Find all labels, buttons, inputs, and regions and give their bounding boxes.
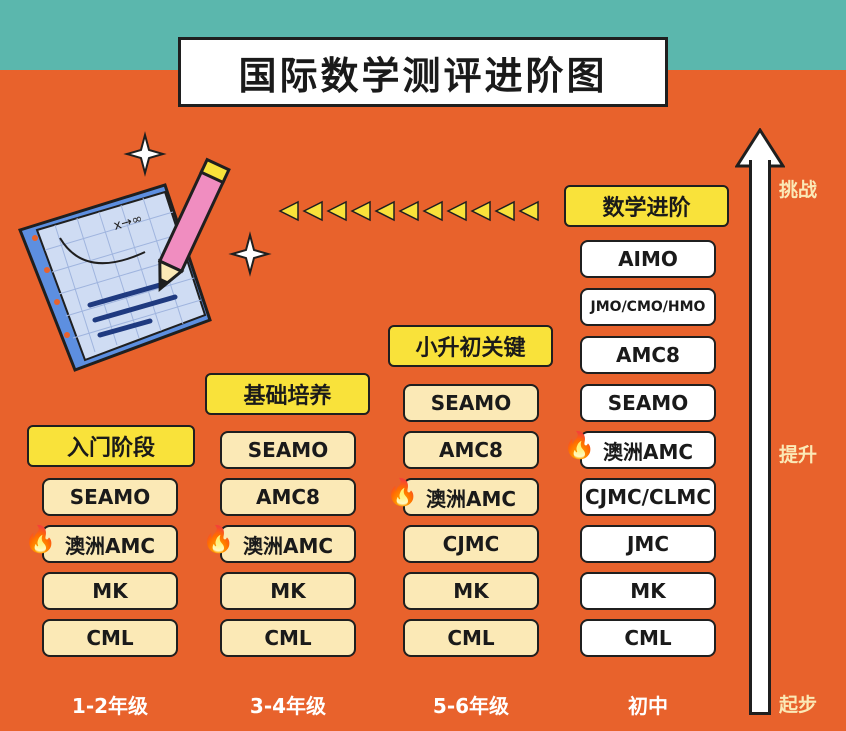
side-label-improve: 提升 — [778, 444, 817, 466]
stage-tag-middle-school-entry: 小升初关键 — [388, 325, 553, 367]
contest-pill: CML — [220, 619, 356, 657]
contest-pill: CJMC/CLMC — [580, 478, 716, 516]
contest-pill: CML — [403, 619, 539, 657]
contest-pill: 澳洲AMC — [580, 431, 716, 469]
grade-label: 初中 — [628, 694, 668, 718]
grade-label: 1-2年级 — [71, 694, 149, 718]
contest-pill: JMO/CMO/HMO — [580, 288, 716, 326]
contest-pill: 澳洲AMC — [42, 525, 178, 563]
contest-pill: 澳洲AMC — [403, 478, 539, 516]
flame-icon: 🔥 — [563, 431, 596, 461]
sparkle-icon — [123, 131, 167, 177]
grade-label: 3-4年级 — [249, 694, 327, 718]
flame-icon: 🔥 — [386, 478, 419, 508]
contest-pill: AMC8 — [220, 478, 356, 516]
contest-pill: MK — [220, 572, 356, 610]
contest-pill: CML — [42, 619, 178, 657]
contest-pill: JMC — [580, 525, 716, 563]
side-label-start: 起步 — [778, 694, 817, 716]
flame-icon: 🔥 — [24, 525, 57, 555]
stage-tag-entry: 入门阶段 — [27, 425, 195, 467]
contest-pill: MK — [403, 572, 539, 610]
contest-pill: SEAMO — [580, 384, 716, 422]
stage-tag-advanced: 数学进阶 — [564, 185, 729, 227]
sparkle-icon — [228, 231, 272, 277]
contest-pill: 澳洲AMC — [220, 525, 356, 563]
side-label-challenge: 挑战 — [778, 179, 817, 201]
stage-tag-foundation: 基础培养 — [205, 373, 370, 415]
math-paper-illustration: x→∞ — [18, 131, 272, 372]
contest-pill: CJMC — [403, 525, 539, 563]
contest-pill: CML — [580, 619, 716, 657]
contest-pill: AMC8 — [403, 431, 539, 469]
contest-pill: SEAMO — [403, 384, 539, 422]
contest-pill: MK — [580, 572, 716, 610]
contest-pill: MK — [42, 572, 178, 610]
progress-arrow-shaft — [749, 160, 771, 715]
contest-pill: AMC8 — [580, 336, 716, 374]
progress-triangles — [278, 200, 539, 222]
contest-pill: AIMO — [580, 240, 716, 278]
grade-label: 5-6年级 — [432, 694, 510, 718]
contest-pill: SEAMO — [42, 478, 178, 516]
contest-pill: SEAMO — [220, 431, 356, 469]
flame-icon: 🔥 — [202, 525, 235, 555]
page-title: 国际数学测评进阶图 — [178, 37, 668, 107]
pencil-icon — [157, 157, 231, 292]
